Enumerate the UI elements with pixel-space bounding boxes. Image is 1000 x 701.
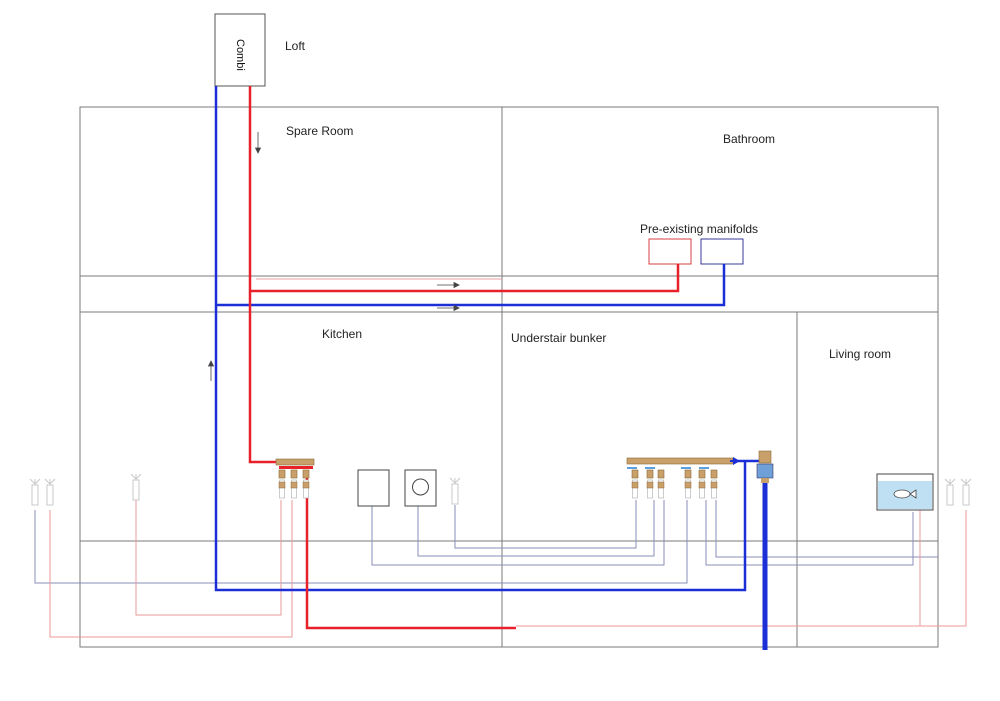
kitchen-manifold [275,458,315,499]
room-label-kitchen: Kitchen [322,327,363,341]
room-label-understair-bunker: Understair bunker [511,331,607,345]
tap-icon [29,473,972,506]
room-label-bathroom: Bathroom [723,132,776,146]
understair-manifold [626,457,734,499]
room-label-loft: Loft [285,39,306,53]
house-walls [79,106,939,648]
flow-arrow-icon [207,132,740,465]
hot-manifold [648,238,692,265]
room-label-living-room: Living room [829,347,892,361]
stopcock-icon [756,450,774,483]
washing-machine-icon [404,469,437,507]
appliance-icon [357,469,390,507]
feed-pipes-light [34,278,967,638]
hot-supply-pipe [248,86,680,630]
fish-tank-icon [876,473,934,511]
combi-boiler [214,13,266,87]
room-label-spare-room: Spare Room [286,124,354,138]
cold-supply-pipe [214,86,760,592]
boiler-label: Combi [234,39,246,71]
cold-manifold [700,238,744,265]
manifolds-label: Pre-existing manifolds [640,222,759,236]
